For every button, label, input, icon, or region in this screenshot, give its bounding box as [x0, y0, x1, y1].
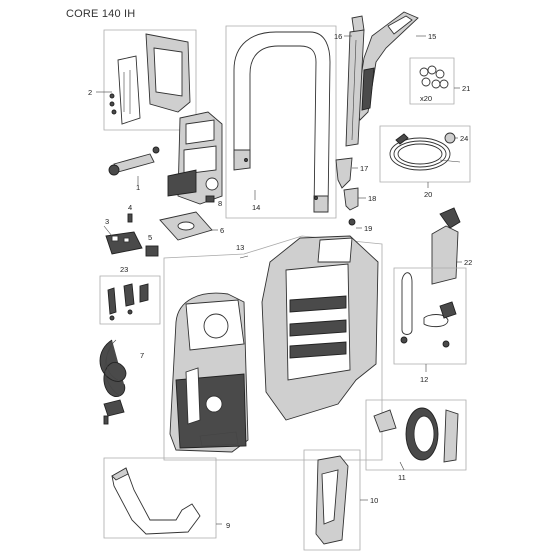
part-group-2[interactable]	[96, 29, 197, 131]
part-spray-gun-15[interactable]	[355, 11, 426, 121]
callout-20: 20	[424, 190, 432, 199]
part-switch-5[interactable]	[145, 245, 159, 257]
part-cable-7[interactable]	[99, 339, 127, 425]
part-pump-1[interactable]	[108, 111, 223, 205]
part-gasket-6[interactable]	[159, 211, 218, 241]
part-screw-4[interactable]	[127, 213, 133, 223]
callout-3: 3	[105, 217, 109, 226]
callout-5: 5	[148, 233, 152, 242]
part-orings-21[interactable]	[409, 57, 460, 105]
part-side-panel-10[interactable]	[303, 449, 368, 551]
callout-13: 13	[236, 243, 244, 252]
part-nozzle-18[interactable]	[343, 187, 366, 211]
quantity-label-x20: x20	[420, 94, 432, 103]
part-wheel-11[interactable]	[365, 399, 467, 471]
part-filter-24[interactable]	[444, 132, 458, 144]
model-title: CORE 140 IH	[66, 8, 136, 20]
part-hose-20[interactable]	[379, 125, 471, 188]
callout-24: 24	[460, 134, 468, 143]
part-handle-frame-14[interactable]	[225, 25, 337, 219]
callout-4: 4	[128, 203, 132, 212]
callout-6: 6	[220, 226, 224, 235]
part-group-23[interactable]	[99, 275, 161, 325]
callout-21: 21	[462, 84, 470, 93]
part-nozzle-17[interactable]	[335, 157, 358, 189]
callout-9: 9	[226, 521, 230, 530]
part-bottle-22[interactable]	[431, 207, 462, 285]
callout-15: 15	[428, 32, 436, 41]
callout-10: 10	[370, 496, 378, 505]
callout-22: 22	[464, 258, 472, 267]
callout-12: 12	[420, 375, 428, 384]
callout-17: 17	[360, 164, 368, 173]
part-base-9[interactable]	[103, 457, 222, 539]
callout-1: 1	[136, 183, 140, 192]
callout-23: 23	[120, 265, 128, 274]
part-pcb-3[interactable]	[103, 225, 143, 255]
callout-16: 16	[334, 32, 342, 41]
part-lance-16[interactable]	[344, 15, 365, 147]
callout-14: 14	[252, 203, 260, 212]
callout-11: 11	[398, 473, 406, 482]
part-group-12[interactable]	[393, 267, 467, 372]
callout-2: 2	[88, 88, 92, 97]
part-seal-19[interactable]	[348, 218, 362, 229]
part-housing-13[interactable]	[163, 235, 383, 461]
callout-7: 7	[140, 351, 144, 360]
callout-18: 18	[368, 194, 376, 203]
callout-8: 8	[218, 199, 222, 208]
callout-19: 19	[364, 224, 372, 233]
